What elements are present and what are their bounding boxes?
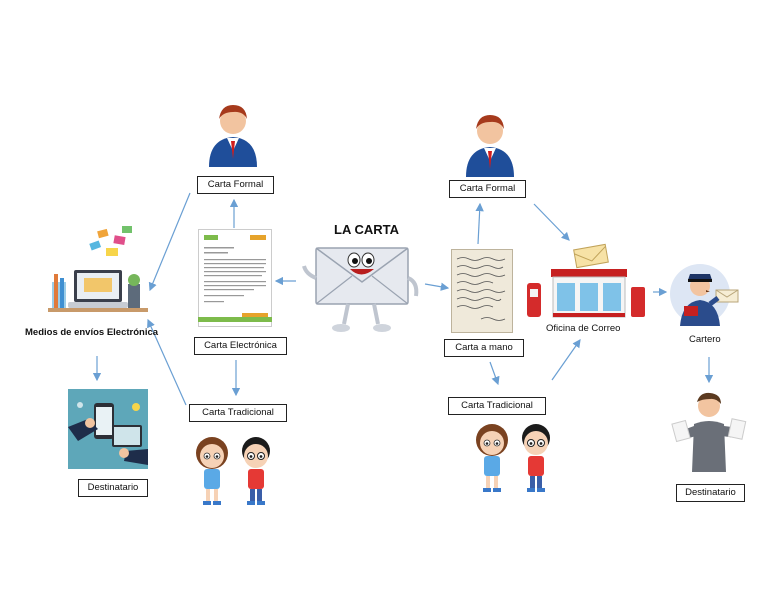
recipient-man-icon xyxy=(671,392,747,472)
carta-formal-right-label: Carta Formal xyxy=(449,180,526,198)
electronic-letter-document-icon xyxy=(198,229,272,327)
post-office-icon xyxy=(527,243,645,318)
destinatario-right-label: Destinatario xyxy=(676,484,745,502)
businessman-icon xyxy=(209,105,257,167)
carta-a-mano-label: Carta a mano xyxy=(444,339,524,357)
handwritten-letter-icon xyxy=(451,249,513,333)
arrow-tradicional-to-medios xyxy=(147,318,187,406)
envelope-character-icon xyxy=(302,247,419,332)
laptop-email-icon xyxy=(48,226,148,312)
arrow-tradicional-to-oficina xyxy=(551,339,581,381)
arrow-carta-to-mano xyxy=(424,282,450,291)
arrow-mano-to-formal xyxy=(475,202,484,245)
postman-icon xyxy=(670,264,739,326)
arrow-mano-to-tradicional xyxy=(489,361,500,386)
oficina-correo-label: Oficina de Correo xyxy=(546,323,621,334)
arrow-formal-to-medios xyxy=(148,192,191,292)
children-right-icon xyxy=(476,424,550,492)
tablet-hands-icon xyxy=(68,389,148,469)
page-title: LA CARTA xyxy=(334,222,399,237)
carta-electronica-label: Carta Electrónica xyxy=(194,337,287,355)
medios-envios-label: Medios de envíos Electrónica xyxy=(25,327,159,338)
carta-tradicional-left-label: Carta Tradicional xyxy=(189,404,287,422)
businessman-right-icon xyxy=(466,115,514,177)
carta-tradicional-right-label: Carta Tradicional xyxy=(448,397,546,415)
destinatario-left-label: Destinatario xyxy=(78,479,148,497)
carta-formal-left-label: Carta Formal xyxy=(197,176,274,194)
children-icon xyxy=(196,437,270,505)
arrow-formal-to-oficina xyxy=(533,203,570,241)
cartero-label: Cartero xyxy=(689,334,721,345)
